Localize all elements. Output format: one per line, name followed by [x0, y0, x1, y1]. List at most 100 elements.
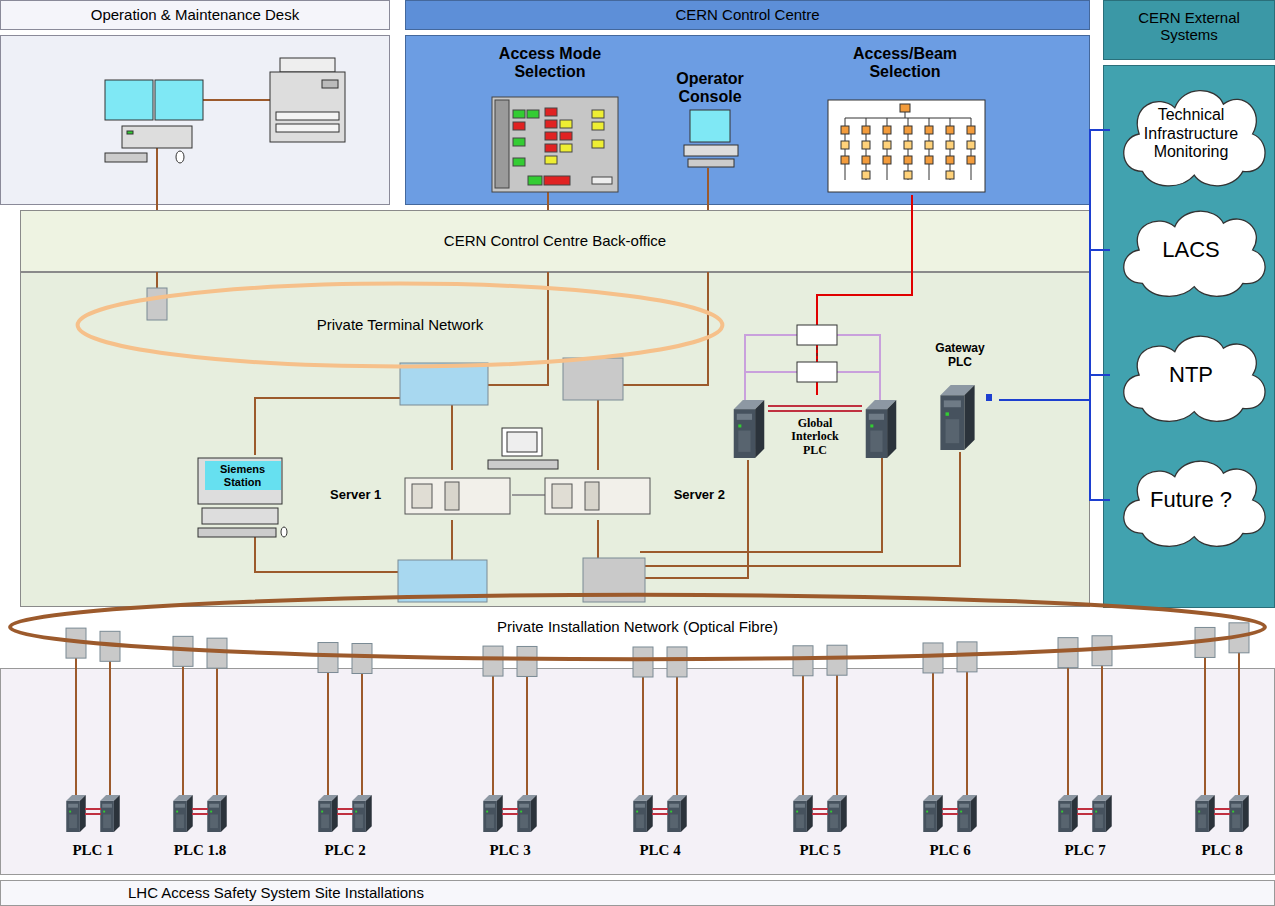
plc-unit — [652, 813, 668, 815]
plc-pair: PLC 7 — [1035, 790, 1135, 862]
beam-tree — [925, 126, 933, 134]
beam-tree — [841, 156, 849, 164]
beam-tree — [862, 171, 870, 179]
plc-pair: PLC 8 — [1172, 790, 1272, 862]
desk-panel: Operation & Maintenance Desk — [0, 0, 390, 205]
mode-screenshot — [492, 97, 618, 192]
plc-unit — [768, 405, 862, 407]
fibre-drop — [1238, 638, 1240, 797]
network-link — [156, 205, 158, 210]
plc-unit — [192, 813, 208, 815]
plc-unit — [337, 813, 353, 815]
node-label: Server 2 — [674, 488, 725, 503]
node-label: Technical Infrastructure Monitoring — [1136, 106, 1246, 161]
node-label: PLC 7 — [1064, 842, 1105, 859]
node-label: PLC 8 — [1201, 842, 1242, 859]
plc-unit — [1214, 808, 1230, 810]
plc-unit — [66, 623, 1249, 832]
beam-tree — [862, 156, 870, 164]
plc-unit — [207, 795, 226, 832]
maintenance-workstation — [122, 126, 192, 148]
plc-unit — [1077, 808, 1093, 810]
plc-unit — [866, 400, 897, 458]
network-switch — [147, 288, 645, 602]
fibre-drop — [327, 658, 329, 797]
plc-unit — [827, 645, 847, 675]
plc-unit — [502, 808, 518, 810]
server-terminal — [502, 428, 542, 456]
network-switch — [563, 358, 623, 400]
control-centre-panel: CERN Control CentreAccess Mode Selection… — [405, 0, 1090, 205]
server-label: Server 2 — [545, 470, 725, 520]
plc-unit — [957, 642, 977, 672]
ring-outline — [78, 284, 723, 367]
plc-unit — [812, 813, 828, 815]
mode-screenshot — [545, 156, 557, 164]
beam-tree — [904, 141, 912, 149]
fibre-drop — [966, 657, 968, 797]
mode-screenshot — [545, 144, 557, 152]
plc-unit — [318, 795, 337, 832]
panel-ground — [406, 1, 1090, 30]
plc-pair: PLC 6 — [900, 790, 1000, 862]
plc-pair: PLC 3 — [460, 790, 560, 862]
siemens-workstation — [198, 458, 282, 504]
network-link — [932, 662, 934, 790]
network-link — [999, 400, 1110, 500]
node-label: PLC 1 — [72, 842, 113, 859]
maintenance-workstation — [176, 151, 184, 163]
plc-unit — [173, 795, 192, 832]
plc-unit — [793, 646, 813, 676]
layout-wire — [156, 148, 158, 205]
siemens-station: Siemens Station — [195, 455, 290, 555]
beam-tree — [967, 126, 975, 134]
fibre-drop — [1101, 651, 1103, 797]
siemens-workstation — [281, 527, 287, 537]
panel-ground — [21, 211, 1090, 272]
plc-unit — [318, 643, 338, 673]
plc-unit — [1214, 813, 1230, 815]
plc-unit — [768, 410, 862, 412]
server-terminal — [507, 432, 537, 452]
panel-ground — [1, 1, 390, 30]
plc-pair: PLC 5 — [770, 790, 870, 862]
external-cloud: NTP — [1110, 325, 1272, 425]
external-cloud: LACS — [1110, 200, 1272, 300]
plc-unit — [66, 795, 85, 832]
node-label: LHC Access Safety System Site Installati… — [128, 884, 424, 901]
node-label: PLC 4 — [639, 842, 680, 859]
beam-screenshot — [828, 100, 985, 192]
printer — [270, 58, 345, 142]
redundancy-box — [797, 325, 837, 345]
plc-unit — [517, 795, 536, 832]
plc-unit — [793, 795, 812, 832]
network-link — [255, 555, 415, 592]
plc-unit — [942, 813, 958, 815]
beam-tree — [967, 141, 975, 149]
maintenance-workstation — [105, 80, 203, 163]
panel-ground — [1, 669, 1275, 875]
plc-unit — [667, 647, 687, 677]
console-workstation — [690, 110, 730, 142]
plc-pair: PLC 1.8 — [150, 790, 250, 862]
console-workstation — [684, 145, 738, 156]
panel-ground — [406, 36, 1090, 205]
beam-tree — [883, 126, 891, 134]
server-unit — [405, 478, 510, 514]
plc-unit — [942, 808, 958, 810]
mode-screenshot — [527, 110, 539, 118]
maintenance-workstation — [105, 80, 153, 120]
server-terminal — [488, 460, 558, 469]
server-unit — [445, 482, 459, 510]
console-workstation — [684, 110, 738, 167]
mode-screenshot — [560, 132, 572, 140]
external-panel: CERN External SystemsTechnical Infrastru… — [1103, 0, 1275, 608]
beam-tree — [946, 141, 954, 149]
node-label: Access/Beam Selection — [816, 45, 994, 82]
network-link — [999, 250, 1110, 400]
network-link — [802, 662, 804, 790]
fibre-drop — [109, 646, 111, 797]
beam-tree — [904, 171, 912, 179]
plc-unit — [85, 808, 101, 810]
